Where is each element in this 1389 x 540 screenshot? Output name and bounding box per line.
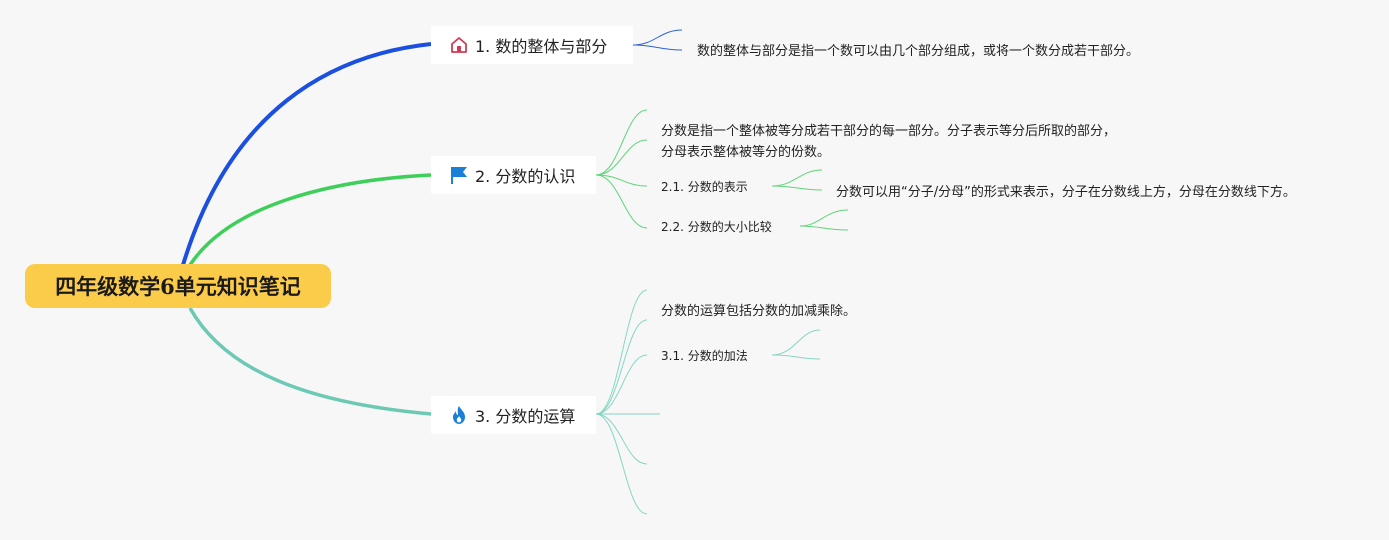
- topic-3[interactable]: 3. 分数的运算: [431, 396, 596, 434]
- topic-2-note-line-2[interactable]: 分母表示整体被等分的份数。: [661, 145, 831, 160]
- subtopic-2-2[interactable]: 2.2. 分数的大小比较: [661, 220, 772, 234]
- topic-1[interactable]: 1. 数的整体与部分: [431, 26, 633, 64]
- topic1-leaf-lines: [632, 29, 683, 51]
- flame-icon: [449, 405, 469, 425]
- topic-1-note[interactable]: 数的整体与部分是指一个数可以由几个部分组成，或将一个数分成若干部分。: [697, 44, 1140, 59]
- branch-line-2: [188, 173, 432, 266]
- topic-1-label: 1. 数的整体与部分: [475, 37, 608, 56]
- house-icon: [449, 35, 469, 55]
- topic-2-note-line-1[interactable]: 分数是指一个整体被等分成若干部分的每一部分。分子表示等分后所取的部分，: [661, 124, 1117, 139]
- topic-2[interactable]: 2. 分数的认识: [431, 156, 596, 194]
- topic-3-label: 3. 分数的运算: [475, 407, 576, 426]
- topic-3-note[interactable]: 分数的运算包括分数的加减乘除。: [661, 304, 857, 319]
- subtopic-2-1-note[interactable]: 分数可以用“分子/分母”的形式来表示，分子在分数线上方，分母在分数线下方。: [836, 185, 1296, 200]
- subtopic-2-1[interactable]: 2.1. 分数的表示: [661, 180, 748, 194]
- topic3-leaf-lines: [595, 289, 821, 515]
- root-topic[interactable]: 四年级数学6单元知识笔记: [25, 264, 331, 308]
- topic2-leaf-lines: [595, 109, 849, 231]
- branch-line-1: [181, 42, 432, 266]
- subtopic-3-1[interactable]: 3.1. 分数的加法: [661, 349, 748, 363]
- root-title: 四年级数学6单元知识笔记: [55, 274, 301, 299]
- flag-icon: [449, 165, 469, 185]
- branch-line-3: [188, 307, 432, 416]
- topic-2-label: 2. 分数的认识: [475, 167, 576, 186]
